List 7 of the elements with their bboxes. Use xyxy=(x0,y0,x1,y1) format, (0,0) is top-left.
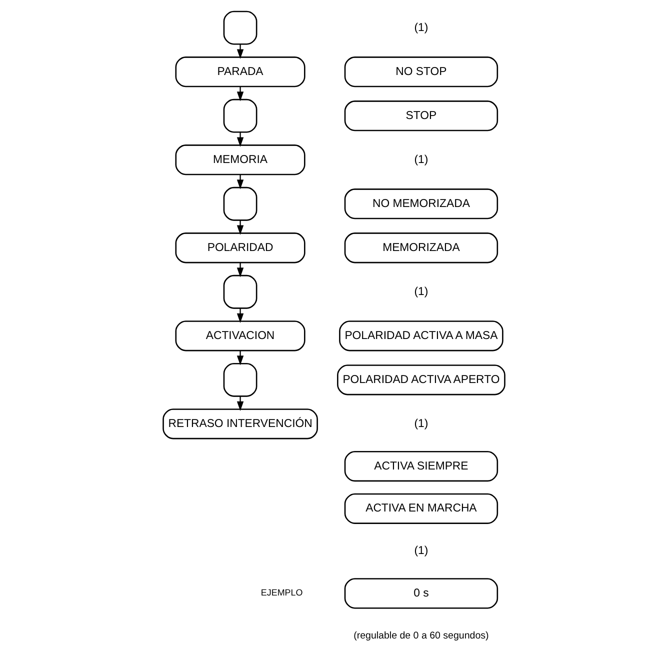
label: (regulable de 0 a 60 segundos) xyxy=(354,630,489,642)
label: (1) xyxy=(414,22,428,34)
label: EJEMPLO xyxy=(260,588,303,598)
label: (1) xyxy=(414,154,428,166)
label: (1) xyxy=(414,545,428,558)
label: (1) xyxy=(414,286,428,298)
label: (1) xyxy=(414,418,428,430)
